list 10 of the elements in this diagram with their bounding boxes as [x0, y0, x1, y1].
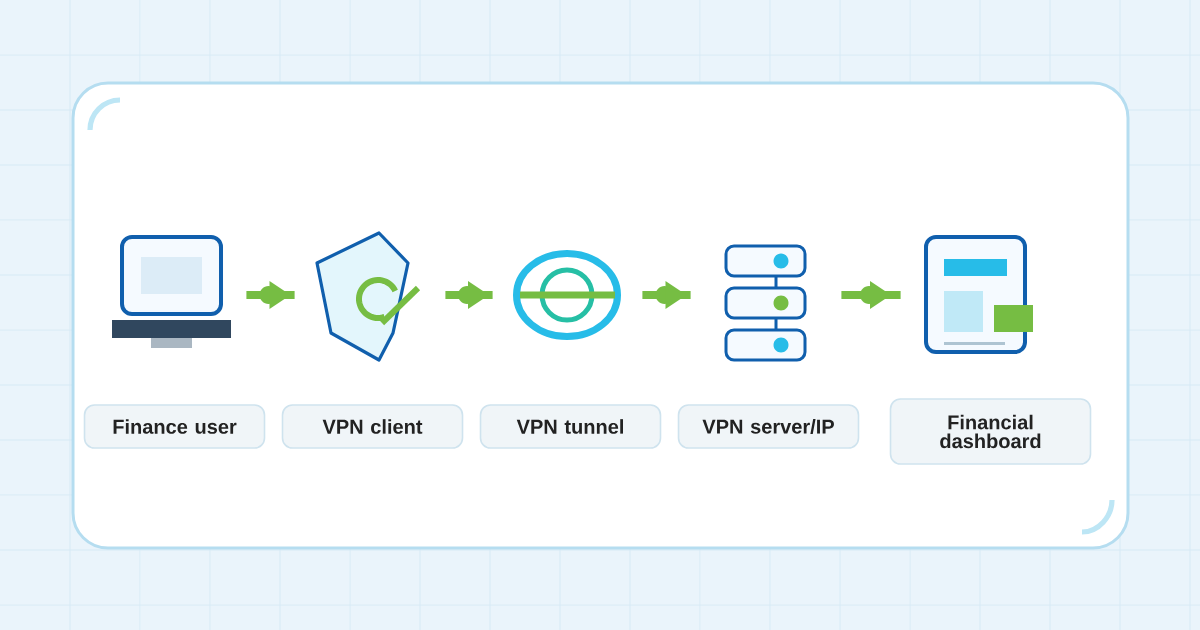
label-box: VPN client [281, 404, 464, 449]
ring-icon [513, 250, 621, 340]
label-box: VPN tunnel [479, 404, 662, 449]
dashboard-icon [924, 235, 1033, 354]
label-box: Finance user [83, 404, 266, 449]
shield-check-icon [315, 231, 421, 362]
laptop-icon [112, 235, 231, 348]
label-box: VPN server/IP [677, 404, 860, 449]
label-box: Financial dashboard [889, 398, 1092, 465]
server-icon [724, 244, 807, 362]
